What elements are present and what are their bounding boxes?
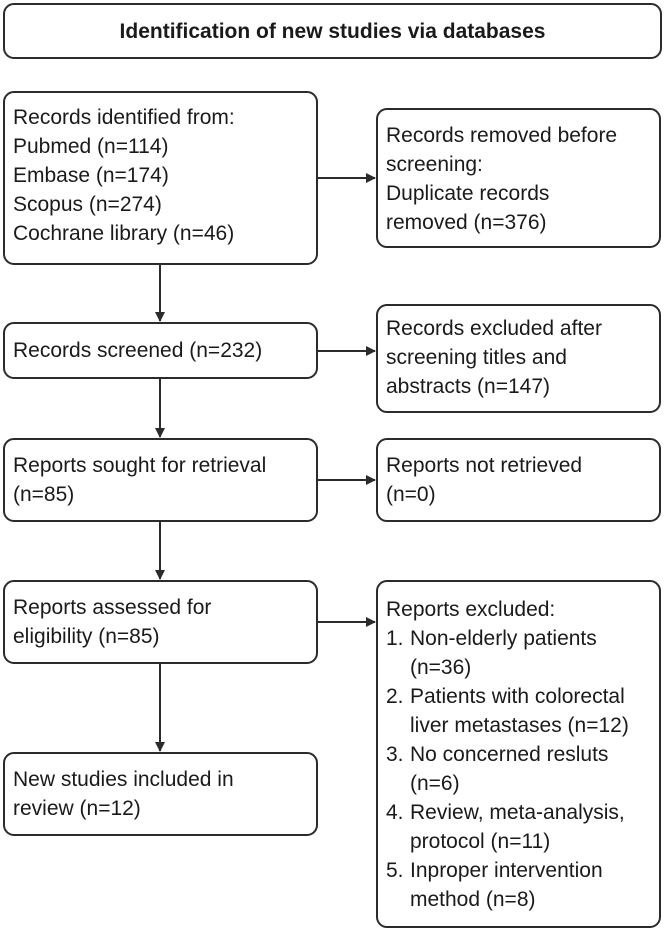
- exclusion-reason-text: liver metastases (n=12): [410, 714, 629, 737]
- exclusion-reason-number: 1.: [386, 627, 404, 650]
- identified-line-1: Records identified from:: [13, 106, 235, 129]
- reports-assessed-box: Reports assessed for eligibility (n=85): [3, 580, 318, 664]
- title-box: Identification of new studies via databa…: [3, 3, 662, 59]
- records-identified-box: Records identified from: Pubmed (n=114) …: [3, 91, 318, 265]
- screened-line-1: Records screened (n=232): [13, 339, 263, 362]
- studies-included-box: New studies included in review (n=12): [3, 752, 318, 836]
- identified-line-3: Embase (n=174): [13, 164, 169, 187]
- identified-line-2: Pubmed (n=114): [13, 135, 169, 158]
- included-line-1: New studies included in: [13, 768, 234, 791]
- exclusion-reason-text: protocol (n=11): [410, 830, 551, 853]
- assessed-line-1: Reports assessed for: [13, 596, 212, 619]
- exclusion-reason-text: Review, meta-analysis,: [410, 801, 625, 824]
- removed-line-1: Records removed before: [386, 124, 618, 147]
- removed-line-3: Duplicate records: [386, 182, 550, 205]
- excluded-screening-line-1: Records excluded after: [386, 317, 602, 340]
- exclusion-reason-text: method (n=8): [410, 888, 536, 911]
- identified-line-4: Scopus (n=274): [13, 193, 162, 216]
- records-removed-box: Records removed before screening: Duplic…: [376, 108, 661, 248]
- records-screened-box: Records screened (n=232): [3, 322, 318, 379]
- exclusion-reason-text: (n=36): [410, 656, 472, 679]
- exclusion-reason-number: 4.: [386, 801, 404, 824]
- exclusion-reason-number: 5.: [386, 859, 404, 882]
- included-line-2: review (n=12): [13, 797, 141, 820]
- exclusion-reason-text: Non-elderly patients: [410, 627, 597, 650]
- sought-line-1: Reports sought for retrieval: [13, 454, 267, 477]
- excluded-screening-line-3: abstracts (n=147): [386, 375, 551, 398]
- exclusion-reason-number: 3.: [386, 743, 404, 766]
- reports-excluded-heading: Reports excluded:: [386, 598, 556, 621]
- exclusion-reason-number: 2.: [386, 685, 404, 708]
- exclusion-reason-item: 4. Review, meta-analysis, protocol (n=11…: [386, 798, 651, 856]
- exclusion-reason-item: 2. Patients with colorectal liver metast…: [386, 682, 651, 740]
- not-retrieved-line-1: Reports not retrieved: [386, 454, 583, 477]
- exclusion-reason-text: (n=6): [410, 772, 460, 795]
- identified-line-5: Cochrane library (n=46): [13, 222, 235, 245]
- reports-not-retrieved-box: Reports not retrieved (n=0): [376, 438, 661, 522]
- sought-line-2: (n=85): [13, 483, 75, 506]
- exclusion-reason-item: 3. No concerned resluts (n=6): [386, 740, 651, 798]
- excluded-screening-line-2: screening titles and: [386, 346, 567, 369]
- exclusion-reason-item: 1. Non-elderly patients (n=36): [386, 624, 651, 682]
- assessed-line-2: eligibility (n=85): [13, 625, 160, 648]
- exclusion-reason-text: Inproper intervention: [410, 859, 603, 882]
- records-excluded-box: Records excluded after screening titles …: [376, 304, 661, 413]
- exclusion-reasons-list: 1. Non-elderly patients (n=36) 2. Patien…: [386, 624, 651, 914]
- exclusion-reason-text: No concerned resluts: [410, 743, 609, 766]
- reports-sought-box: Reports sought for retrieval (n=85): [3, 438, 318, 522]
- reports-excluded-box: Reports excluded: 1. Non-elderly patient…: [376, 580, 661, 928]
- removed-line-4: removed (n=376): [386, 211, 547, 234]
- diagram-title: Identification of new studies via databa…: [119, 19, 546, 43]
- exclusion-reason-text: Patients with colorectal: [410, 685, 625, 708]
- exclusion-reason-item: 5. Inproper intervention method (n=8): [386, 856, 651, 914]
- removed-line-2: screening:: [386, 153, 483, 176]
- not-retrieved-line-2: (n=0): [386, 483, 436, 506]
